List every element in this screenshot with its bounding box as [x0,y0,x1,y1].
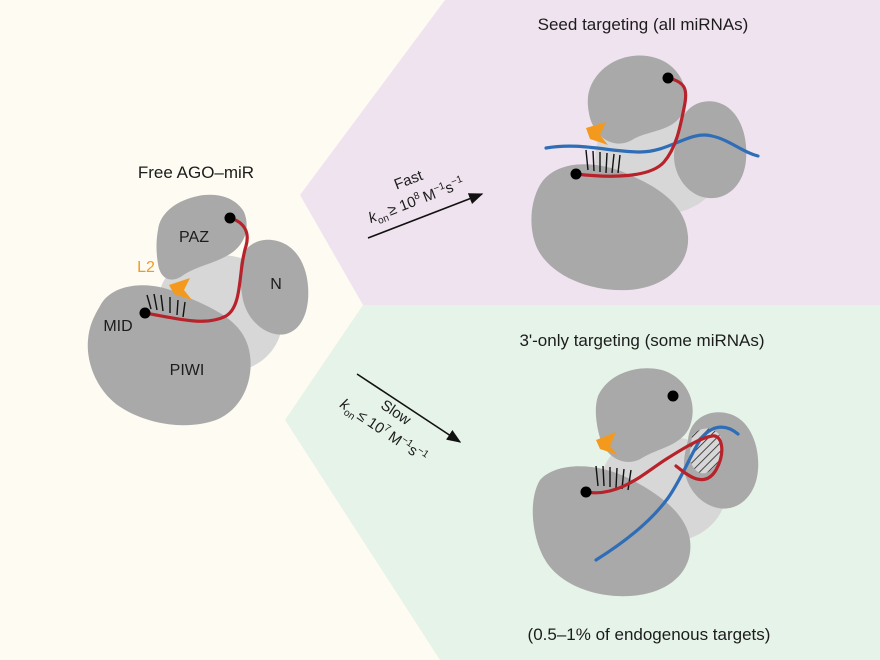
fast-arrow-labels: Fast kon≥ 108M−1s−1 [366,167,468,230]
three-prime-mirna-strand [584,434,724,495]
fast-arrow-group: Fast kon≥ 108M−1s−1 [366,167,484,239]
paz-domain [156,194,247,280]
l2-label: L2 [137,259,155,276]
free-ago-complex [87,194,309,426]
slow-arrow [356,373,462,443]
mid-label: MID [103,318,132,335]
seed-paz-anchor-dot [662,72,674,84]
seed-ago-complex [531,55,760,291]
piwi-label: PIWI [170,362,205,379]
seed-target-rna [544,133,760,158]
three-prime-piwi-domain [532,466,691,597]
paz-anchor-dot [224,212,236,224]
free-mirna-strand [143,216,249,323]
seed-panel-background [300,0,880,305]
three-prime-target-rna [594,425,740,562]
mid-anchor-dot [139,307,151,319]
three-prime-mid-anchor-dot [580,486,592,498]
three-prime-l2-loop [596,432,618,455]
seed-pairing-lines [585,149,621,174]
seed-panel-title: Seed targeting (all miRNAs) [538,15,749,34]
paz-label: PAZ [179,229,209,246]
seed-paz-domain [587,55,686,144]
seed-l2-loop [586,122,608,145]
fast-arrow [367,193,484,239]
seed-region-lines [146,293,186,318]
three-prime-panel-title: 3'-only targeting (some miRNAs) [519,331,764,350]
three-prime-ago-complex [532,368,759,597]
seed-n-domain [674,101,747,199]
three-prime-footnote: (0.5–1% of endogenous targets) [528,625,771,644]
n-domain [239,239,309,335]
fast-rate-label: kon≥ 108M−1s−1 [366,174,468,230]
seed-mirna-strand [574,76,688,178]
seed-mid-anchor-dot [570,168,582,180]
l2-loop [169,278,192,300]
n-label: N [270,276,282,293]
free-ago-title: Free AGO–miR [138,163,254,182]
three-prime-paz-domain [595,368,693,462]
seed-piwi-domain [531,164,689,291]
three-prime-paz-anchor-dot [667,390,679,402]
